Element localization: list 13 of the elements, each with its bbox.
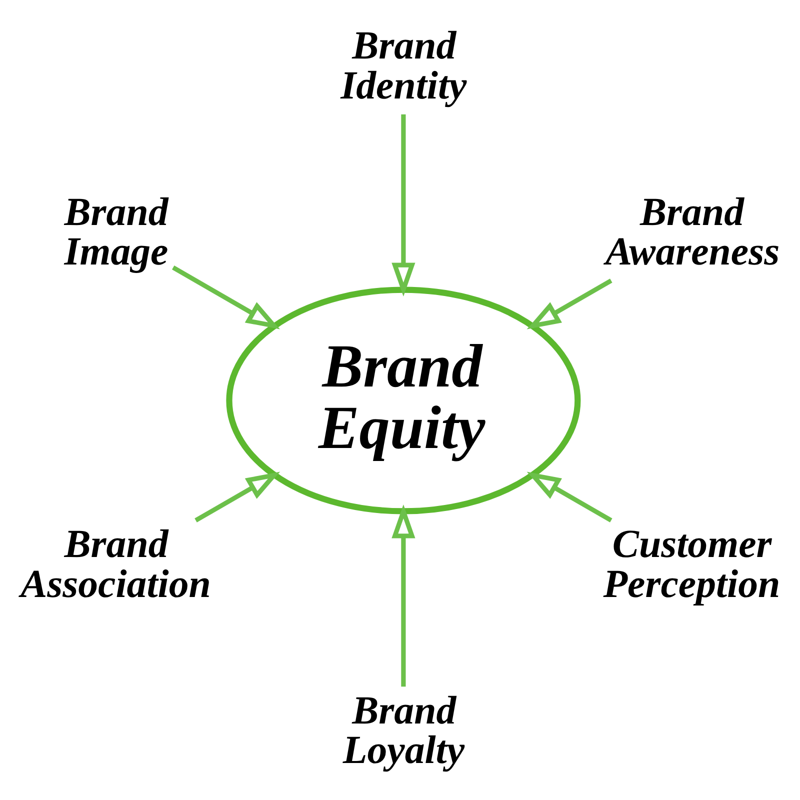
node-text: Brand Association (20, 520, 211, 606)
node-text: Brand Image (64, 188, 168, 274)
arrow (526, 278, 612, 329)
node-ellipse: Brand Equity (226, 286, 581, 514)
arrow (392, 114, 416, 296)
arrow (392, 504, 416, 686)
node-text: Customer Perception (603, 520, 780, 606)
arrow (172, 265, 280, 329)
node-text: Brand Awareness (606, 188, 780, 274)
node-text: Brand Loyalty (342, 686, 465, 772)
node-text: Brand Identity (340, 22, 467, 107)
arrow (526, 471, 612, 522)
arrow (194, 471, 280, 522)
